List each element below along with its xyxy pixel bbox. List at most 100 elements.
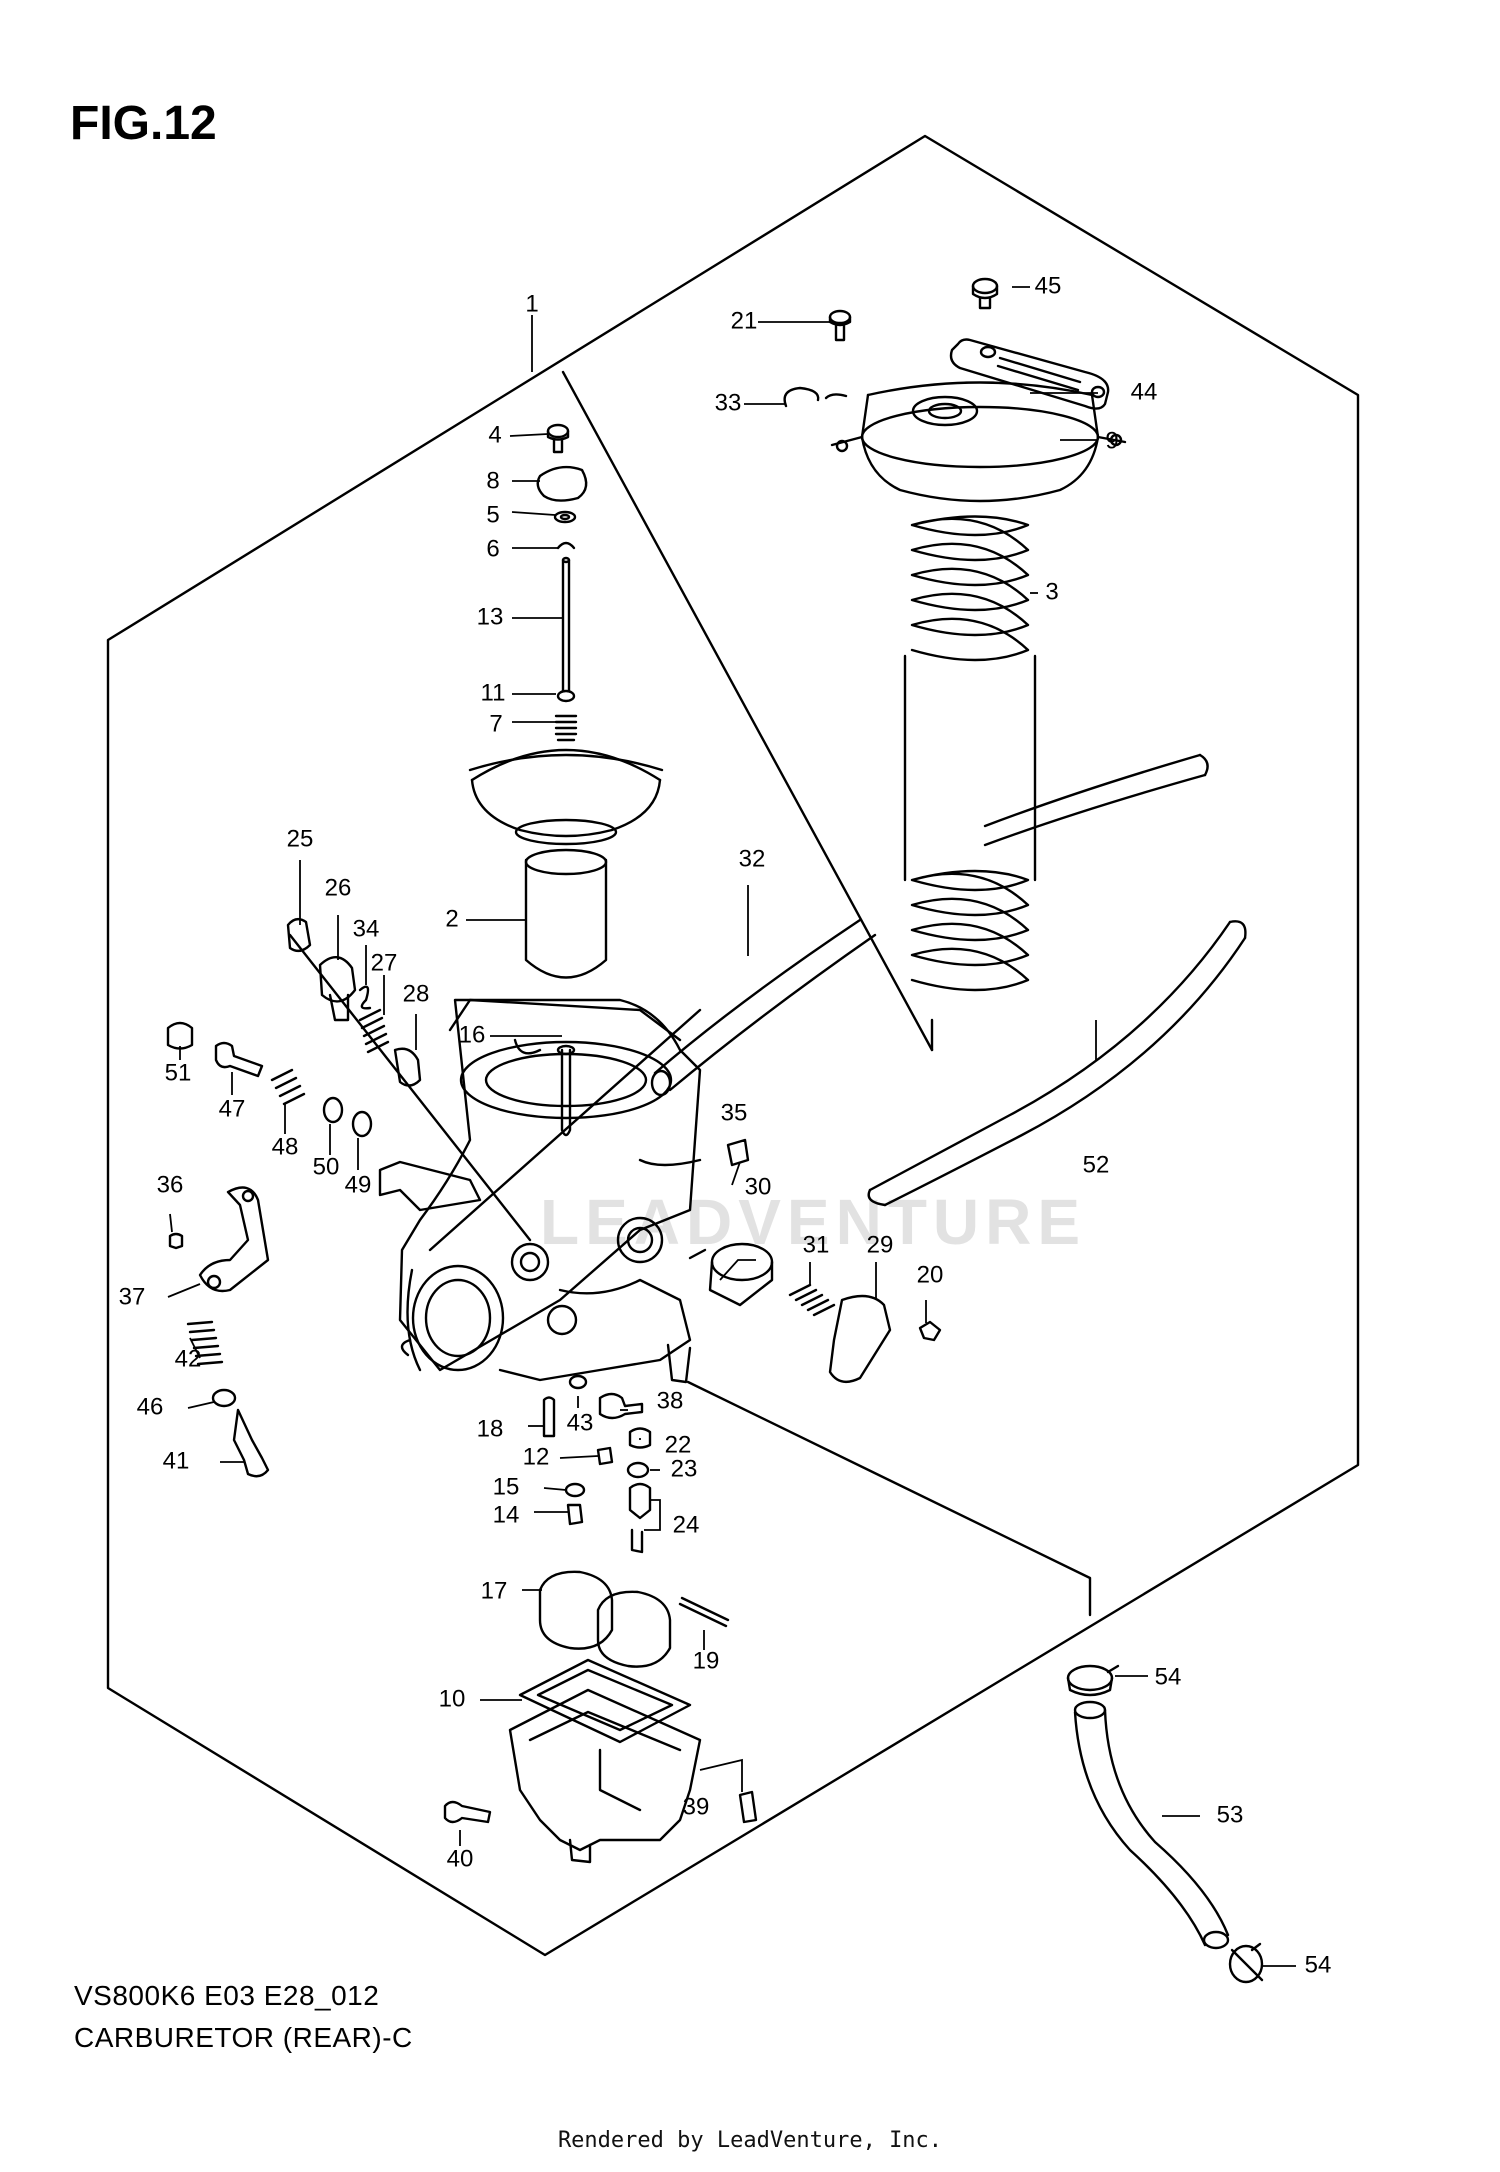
callout-17: 17 (481, 1577, 508, 1604)
float-bowl-part (508, 1688, 702, 1864)
callout-32: 32 (739, 845, 766, 872)
callout-4: 4 (488, 421, 501, 448)
callout-30: 30 (745, 1173, 772, 1200)
callout-43: 43 (567, 1409, 594, 1436)
screw-21-part (828, 309, 852, 342)
callout-16: 16 (459, 1021, 486, 1048)
callout-13: 13 (477, 603, 504, 630)
top-cap-part (830, 381, 1127, 503)
callout-37: 37 (119, 1283, 146, 1310)
needle-jet-16-part (556, 1044, 576, 1137)
callout-35: 35 (721, 1099, 748, 1126)
callout-19: 19 (693, 1647, 720, 1674)
callout-8: 8 (486, 467, 499, 494)
washer-43-part (568, 1374, 588, 1390)
clamp-54-upper-part (1066, 1664, 1120, 1697)
lever-plate-part (949, 338, 1110, 410)
callout-53: 53 (1217, 1801, 1244, 1828)
gasket-10-part (518, 1658, 692, 1744)
callout-34: 34 (353, 915, 380, 942)
jet-24-part (628, 1482, 652, 1520)
callout-42: 42 (175, 1345, 202, 1372)
callout-23: 23 (671, 1455, 698, 1482)
spring-31-part (788, 1283, 836, 1317)
callout-50: 50 (313, 1153, 340, 1180)
callout-52: 52 (1083, 1151, 1110, 1178)
oring-49-part (351, 1110, 373, 1138)
screw-38-part (598, 1392, 644, 1420)
cap-51-part (166, 1021, 194, 1050)
plunger-26-part (318, 956, 357, 1022)
callout-39: 39 (683, 1793, 710, 1820)
callout-5: 5 (486, 501, 499, 528)
callout-10: 10 (439, 1685, 466, 1712)
enricher-guide-line (288, 933, 532, 1242)
carburetor-body-part (398, 998, 702, 1384)
callout-45: 45 (1035, 272, 1062, 299)
bracket-37-part (168, 1186, 270, 1293)
pin-18-part (542, 1396, 556, 1438)
callout-51: 51 (165, 1059, 192, 1086)
hose-32-part (650, 918, 877, 1097)
cap-25-part (286, 917, 312, 953)
diaphragm-piston-part (468, 748, 664, 979)
jet-12-part (596, 1446, 614, 1466)
washer-23-part (626, 1461, 650, 1479)
callout-22: 22 (665, 1431, 692, 1458)
callout-2: 2 (445, 905, 458, 932)
float-17-part (538, 1570, 672, 1668)
drain-guide-line (686, 1380, 1092, 1617)
choke-arm-part (378, 1160, 482, 1212)
callout-15: 15 (493, 1473, 520, 1500)
callout-27: 27 (371, 949, 398, 976)
callout-46: 46 (137, 1393, 164, 1420)
washer-46-part (211, 1388, 237, 1408)
callout-14: 14 (493, 1501, 520, 1528)
screw-45-part (971, 277, 999, 310)
valve-28-part (393, 1047, 422, 1087)
screw-47-part (214, 1041, 264, 1078)
spring-34-part (358, 985, 372, 1010)
hose-53-part (1073, 1700, 1230, 1950)
screw-40-part (443, 1800, 492, 1824)
clamp-54-lower-part (1228, 1942, 1264, 1984)
assembly-boundary (106, 134, 1360, 1957)
spring-27-part (358, 1008, 390, 1054)
jet-14-part (566, 1503, 584, 1526)
callout-3: 3 (1045, 578, 1058, 605)
callout-18: 18 (477, 1415, 504, 1442)
figure-title: FIG.12 (70, 97, 217, 150)
callout-33: 33 (715, 389, 742, 416)
screw-41-part (232, 1408, 270, 1478)
callout-7: 7 (489, 710, 502, 737)
screw-39-part (738, 1790, 758, 1824)
washer-50-part (322, 1096, 344, 1124)
callout-41: 41 (163, 1447, 190, 1474)
cover-29-part (828, 1294, 892, 1384)
cover-30-part (688, 1242, 774, 1307)
callout-54-lower: 54 (1305, 1951, 1332, 1978)
callout-12: 12 (523, 1443, 550, 1470)
callout-48: 48 (272, 1133, 299, 1160)
clip-33-part (783, 386, 848, 408)
callout-9: 9 (1105, 427, 1118, 454)
callout-29: 29 (867, 1231, 894, 1258)
washer-15-part (564, 1482, 586, 1498)
callout-1: 1 (525, 290, 538, 317)
callout-54-upper: 54 (1155, 1663, 1182, 1690)
cap-22-part (628, 1427, 652, 1449)
spring-3-part (903, 515, 1037, 992)
jet-needle-stack (536, 423, 588, 742)
hose-52-part (867, 753, 1247, 1207)
callout-24: 24 (673, 1511, 700, 1538)
callout-25: 25 (287, 825, 314, 852)
callout-26: 26 (325, 874, 352, 901)
callout-40: 40 (447, 1845, 474, 1872)
callout-20: 20 (917, 1261, 944, 1288)
spring-48-part (270, 1068, 306, 1106)
callout-28: 28 (403, 980, 430, 1007)
screw-35-part (726, 1138, 750, 1167)
callout-49: 49 (345, 1171, 372, 1198)
